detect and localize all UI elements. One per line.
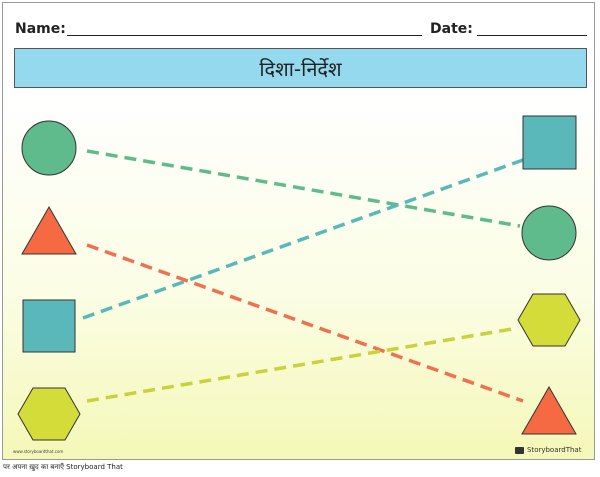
matching-diagram [17, 115, 581, 441]
title-banner: दिशा-निर्देश [14, 48, 587, 88]
worksheet-background [3, 93, 594, 459]
left-square-shape [22, 299, 76, 353]
logo-text: StoryboardThat [527, 446, 582, 454]
storyboardthat-logo: StoryboardThat [515, 443, 581, 457]
right-triangle-shape [521, 385, 577, 435]
storyboard-icon [515, 446, 524, 454]
page-title: दिशा-निर्देश [259, 56, 342, 81]
header-row: Name: Date: [15, 21, 587, 41]
name-field-line [67, 35, 422, 36]
right-hexagon-shape [517, 293, 581, 347]
worksheet: Name: Date: दिशा-निर्देश www.storyboardt… [2, 2, 595, 460]
footer-credit[interactable]: पर अपना ख़ुद का बनाएँ Storyboard That [3, 463, 123, 471]
name-label: Name: [15, 21, 66, 37]
left-circle-shape [21, 120, 77, 176]
left-triangle-shape [21, 205, 77, 255]
date-field-line [477, 35, 587, 36]
connector-triangle [86, 243, 524, 403]
connector-square [82, 158, 524, 320]
left-hexagon-shape [17, 387, 81, 441]
right-circle-shape [521, 205, 577, 261]
date-label: Date: [430, 21, 473, 37]
watermark-url: www.storyboardthat.com [13, 449, 64, 454]
connector-circle [86, 149, 521, 228]
right-square-shape [522, 115, 577, 170]
connector-hexagon [86, 326, 519, 403]
